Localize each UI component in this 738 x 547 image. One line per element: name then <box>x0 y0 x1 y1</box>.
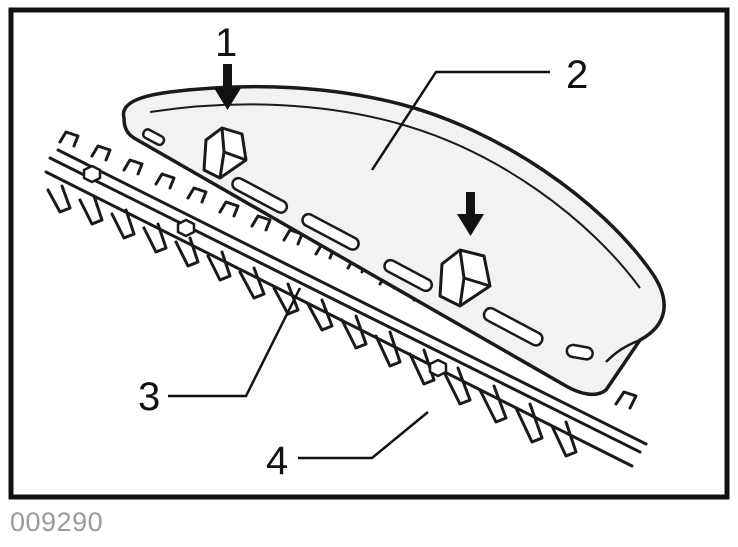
leader-4 <box>298 411 429 460</box>
press-arrows <box>214 64 484 236</box>
callout-1: 1 <box>215 21 237 65</box>
bolt-2 <box>176 218 196 238</box>
blade-guard <box>121 84 666 397</box>
callout-4: 4 <box>266 439 288 483</box>
guard-rim <box>133 136 641 388</box>
bolt-3 <box>428 358 448 378</box>
slot-2 <box>231 176 289 214</box>
slot-3 <box>301 212 360 251</box>
slot-4 <box>383 258 434 293</box>
callout-2: 2 <box>566 53 588 97</box>
blade-bolts <box>82 164 448 378</box>
slot-6 <box>565 343 594 361</box>
press-arrow-2 <box>457 192 484 236</box>
leader-3 <box>168 287 302 398</box>
guard-inner-lip <box>149 103 641 289</box>
leader-2 <box>370 70 550 171</box>
reference-number: 009290 <box>10 507 104 537</box>
bolt-1 <box>82 164 102 184</box>
guard-slots <box>141 128 594 361</box>
guard-body <box>121 84 666 397</box>
slot-5 <box>482 306 544 347</box>
lower-blade-teeth <box>46 184 578 458</box>
press-arrow-1 <box>214 64 241 110</box>
blade-bar <box>44 148 648 468</box>
guard-clip-2 <box>438 248 492 308</box>
guard-clip-1 <box>202 126 248 180</box>
slot-1 <box>141 128 166 147</box>
leader-lines <box>168 70 550 460</box>
callout-3: 3 <box>138 375 160 419</box>
